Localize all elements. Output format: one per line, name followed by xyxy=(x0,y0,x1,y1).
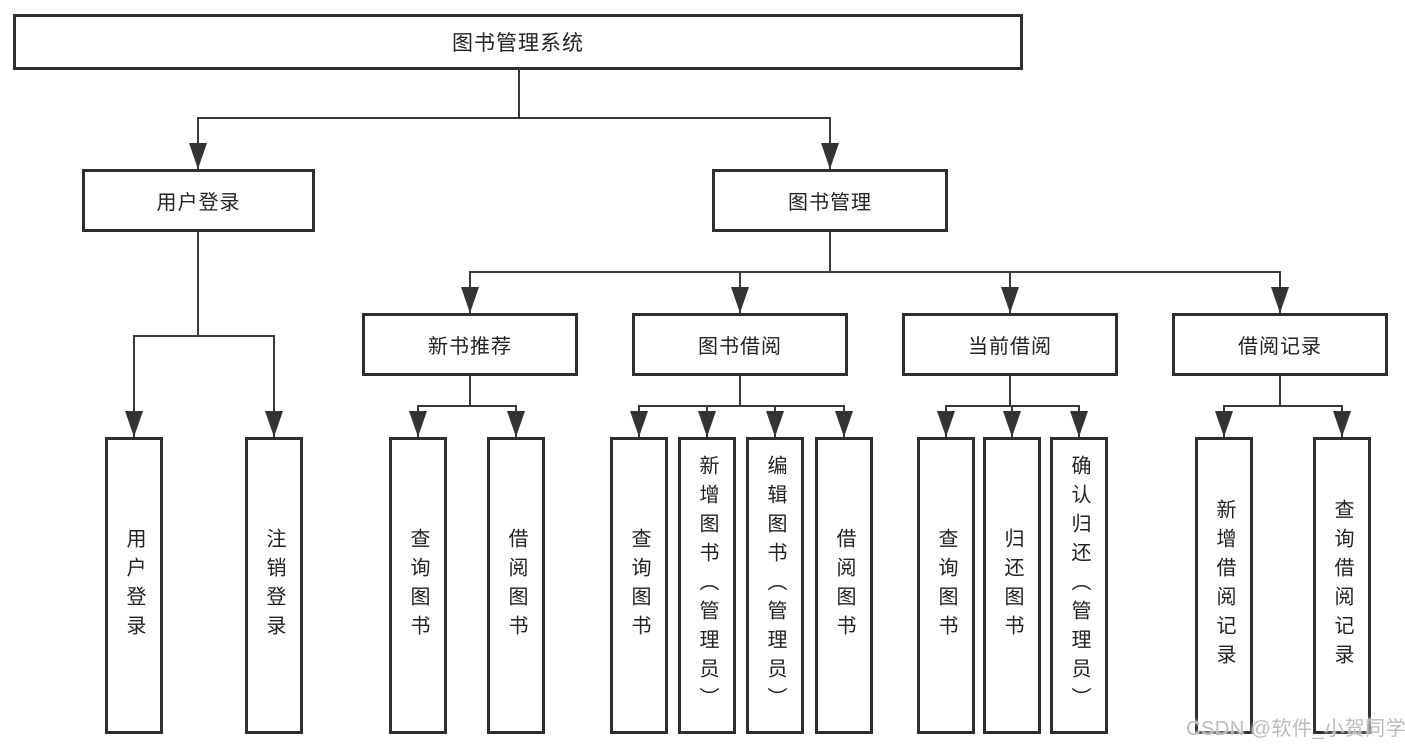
arrow-down-icon xyxy=(698,411,716,437)
connector-user-login-bus xyxy=(133,335,275,337)
connector-book-borrow-bus xyxy=(638,405,845,407)
leaf-borrow-book: 借阅图书 xyxy=(815,437,873,734)
node-book-management: 图书管理 xyxy=(712,169,948,232)
connector-root-stub xyxy=(518,67,520,118)
leaf-record-add-label: 新增借阅记录 xyxy=(1213,498,1235,673)
node-current-borrow-label: 当前借阅 xyxy=(968,336,1052,358)
leaf-borrow-add-label: 新增图书（管理员） xyxy=(696,455,718,716)
leaf-newbook-query: 查询图书 xyxy=(389,437,447,734)
node-book-borrow-label: 图书借阅 xyxy=(698,336,782,358)
leaf-current-confirm: 确认归还（管理员） xyxy=(1050,437,1108,734)
leaf-borrow-add: 新增图书（管理员） xyxy=(678,437,736,734)
arrow-down-icon xyxy=(125,411,143,437)
connector-drop-leaf-logout xyxy=(273,336,275,437)
connector-level2-bus xyxy=(197,117,831,119)
connector-new-book-bus xyxy=(417,405,517,407)
leaf-borrow-edit-label: 编辑图书（管理员） xyxy=(764,455,786,716)
node-borrow-record-label: 借阅记录 xyxy=(1238,336,1322,358)
leaf-borrow-query: 查询图书 xyxy=(610,437,668,734)
arrow-down-icon xyxy=(507,411,525,437)
arrow-down-icon xyxy=(1070,411,1088,437)
node-new-book-recommend-label: 新书推荐 xyxy=(428,336,512,358)
arrow-down-icon xyxy=(189,143,207,169)
connector-new-book-stub xyxy=(469,376,471,406)
node-root: 图书管理系统 xyxy=(13,14,1023,70)
node-book-borrow: 图书借阅 xyxy=(632,313,848,376)
leaf-newbook-query-label: 查询图书 xyxy=(407,527,429,644)
leaf-current-query-label: 查询图书 xyxy=(935,527,957,644)
node-new-book-recommend: 新书推荐 xyxy=(362,313,578,376)
node-current-borrow: 当前借阅 xyxy=(902,313,1118,376)
leaf-current-return: 归还图书 xyxy=(983,437,1041,734)
arrow-down-icon xyxy=(1271,287,1289,313)
leaf-user-login-label: 用户登录 xyxy=(123,527,145,644)
arrow-down-icon xyxy=(821,143,839,169)
connector-current-borrow-stub xyxy=(1009,376,1011,406)
arrow-down-icon xyxy=(1333,411,1351,437)
arrow-down-icon xyxy=(1003,411,1021,437)
leaf-user-login: 用户登录 xyxy=(105,437,163,734)
leaf-borrow-query-label: 查询图书 xyxy=(628,527,650,644)
leaf-current-query: 查询图书 xyxy=(917,437,975,734)
leaf-newbook-borrow: 借阅图书 xyxy=(487,437,545,734)
leaf-newbook-borrow-label: 借阅图书 xyxy=(505,527,527,644)
leaf-record-add: 新增借阅记录 xyxy=(1195,437,1253,734)
connector-user-login-stub xyxy=(197,232,199,336)
arrow-down-icon xyxy=(409,411,427,437)
connector-book-management-stub xyxy=(829,232,831,272)
connector-borrow-record-bus xyxy=(1223,405,1343,407)
arrow-down-icon xyxy=(937,411,955,437)
arrow-down-icon xyxy=(461,287,479,313)
leaf-logout: 注销登录 xyxy=(245,437,303,734)
connector-drop-leaf-user-login xyxy=(133,336,135,437)
arrow-down-icon xyxy=(835,411,853,437)
node-book-management-label: 图书管理 xyxy=(788,192,872,214)
arrow-down-icon xyxy=(265,411,283,437)
leaf-borrow-edit: 编辑图书（管理员） xyxy=(746,437,804,734)
arrow-down-icon xyxy=(630,411,648,437)
connector-borrow-record-stub xyxy=(1279,376,1281,406)
arrow-down-icon xyxy=(766,411,784,437)
node-user-login: 用户登录 xyxy=(82,169,315,232)
leaf-logout-label: 注销登录 xyxy=(263,527,285,644)
leaf-record-query: 查询借阅记录 xyxy=(1313,437,1371,734)
node-user-login-label: 用户登录 xyxy=(156,192,241,214)
leaf-borrow-book-label: 借阅图书 xyxy=(833,527,855,644)
connector-level3-bus xyxy=(469,271,1281,273)
arrow-down-icon xyxy=(1001,287,1019,313)
watermark: CSDN @软件_小贺同学 xyxy=(1186,718,1405,740)
node-root-label: 图书管理系统 xyxy=(452,32,584,55)
arrow-down-icon xyxy=(731,287,749,313)
leaf-current-confirm-label: 确认归还（管理员） xyxy=(1068,455,1090,716)
node-borrow-record: 借阅记录 xyxy=(1172,313,1388,376)
leaf-record-query-label: 查询借阅记录 xyxy=(1331,498,1353,673)
connector-book-borrow-stub xyxy=(739,376,741,406)
arrow-down-icon xyxy=(1215,411,1233,437)
leaf-current-return-label: 归还图书 xyxy=(1001,527,1023,644)
